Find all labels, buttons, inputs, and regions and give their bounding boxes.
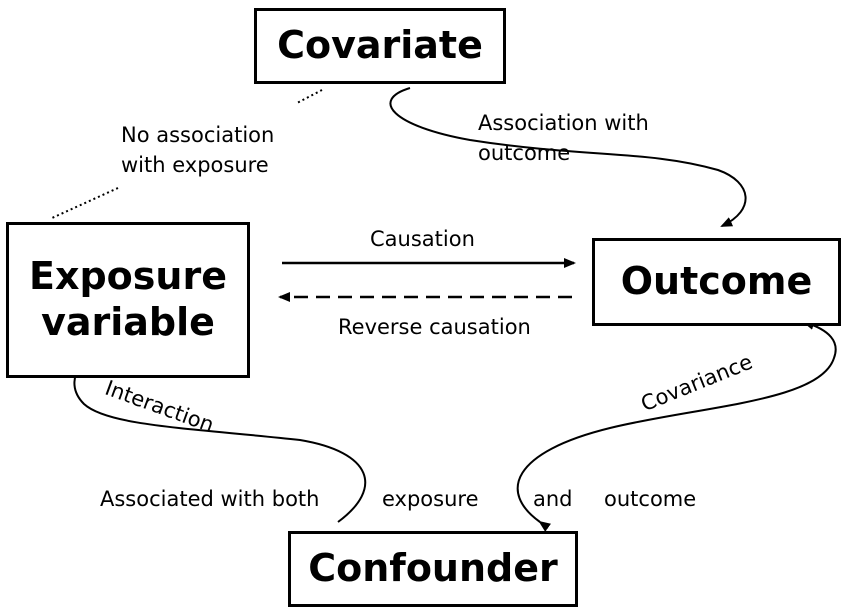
no-association-dotted-line [296, 89, 323, 104]
reverse-causation-label: Reverse causation [338, 315, 531, 339]
outcome-label: Outcome [620, 259, 813, 304]
exposure-word-label: exposure [382, 487, 479, 511]
outcome-word-label: outcome [604, 487, 697, 511]
exposure-variable-node: Exposure variable [6, 222, 250, 378]
exposure-label-line2: variable [41, 300, 215, 344]
covariate-label: Covariate [277, 23, 483, 68]
exposure-label-line1: Exposure [29, 254, 227, 299]
no-association-dotted-line-lower [51, 187, 119, 219]
interaction-arrow [70, 365, 367, 523]
and-word-label: and [533, 487, 573, 511]
association-with-outcome-label: Association with outcome [478, 108, 649, 168]
outcome-node: Outcome [592, 238, 841, 326]
covariate-node: Covariate [254, 8, 506, 84]
confounder-label: Confounder [308, 546, 558, 591]
confounder-node: Confounder [288, 531, 578, 607]
association-with-outcome-arrow [389, 87, 747, 227]
causation-label: Causation [370, 227, 475, 251]
associated-with-both-label: Associated with both [100, 487, 320, 511]
covariance-arrow [516, 320, 837, 532]
no-association-line1: No association [121, 123, 275, 147]
no-association-line2: with exposure [121, 153, 269, 177]
no-association-label: No association with exposure [121, 120, 274, 180]
association-outcome-line1: Association with [478, 111, 649, 135]
association-outcome-line2: outcome [478, 141, 571, 165]
